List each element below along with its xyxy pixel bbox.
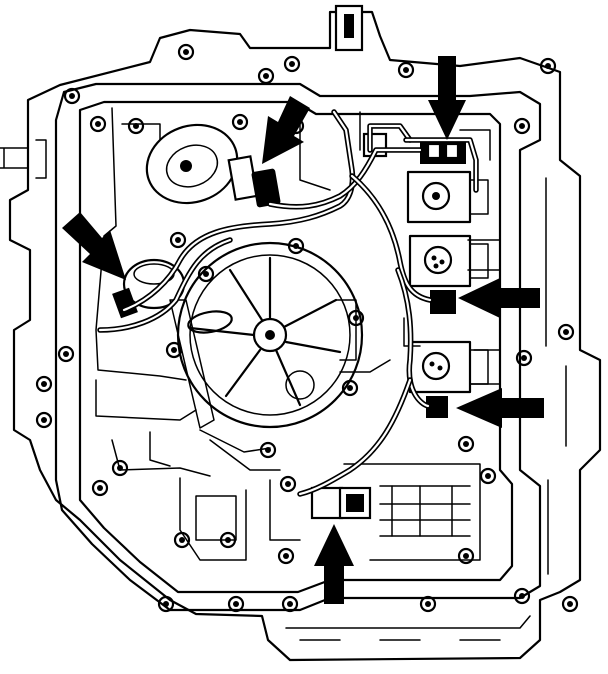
- bolt: [35, 375, 53, 393]
- bolt: [157, 595, 175, 613]
- square-solenoid-top: [406, 170, 489, 224]
- bolt: [197, 265, 215, 283]
- bolt: [513, 587, 531, 605]
- bolt: [457, 435, 475, 453]
- bolt: [63, 87, 81, 105]
- servo-cover: [169, 241, 364, 453]
- bolt: [111, 459, 129, 477]
- bolt: [283, 55, 301, 73]
- bolt: [457, 547, 475, 565]
- wiring-harness: [97, 109, 479, 497]
- case-outline: [0, 10, 602, 662]
- bolt: [165, 341, 183, 359]
- bolt: [347, 309, 365, 327]
- gasket-inner: [78, 100, 514, 594]
- bolt: [557, 323, 575, 341]
- valve-body-details: [95, 107, 501, 561]
- arrow-up-bottom: [314, 524, 354, 604]
- bolt: [231, 113, 249, 131]
- bolt: [479, 467, 497, 485]
- square-solenoid-middle: [408, 234, 489, 288]
- bolt: [173, 531, 191, 549]
- bolt: [35, 411, 53, 429]
- bolt: [219, 531, 237, 549]
- round-solenoid-upper: [145, 123, 281, 208]
- harness-connectors: [310, 132, 466, 520]
- bolt: [227, 595, 245, 613]
- bolts: [35, 43, 579, 613]
- bolt: [257, 67, 275, 85]
- arrow-diagonal-left: [62, 212, 126, 280]
- bolt: [259, 441, 277, 459]
- square-solenoid-bottom: [408, 340, 489, 394]
- bolt: [561, 595, 579, 613]
- callout-arrows: [62, 56, 544, 604]
- bolt: [169, 231, 187, 249]
- bolt: [513, 117, 531, 135]
- bolt: [277, 547, 295, 565]
- arrow-down-top: [428, 56, 466, 140]
- bolt: [397, 61, 415, 79]
- bolt: [279, 475, 297, 493]
- bolt: [515, 349, 533, 367]
- case-connector: [334, 4, 364, 52]
- bolt: [287, 237, 305, 255]
- gasket-outer: [54, 82, 542, 612]
- bolt: [127, 117, 145, 135]
- arrow-diagonal-upper: [262, 96, 310, 164]
- bolt: [89, 115, 107, 133]
- bolt: [57, 345, 75, 363]
- bolt: [419, 595, 437, 613]
- bolt: [281, 595, 299, 613]
- arrow-left-lower: [456, 388, 544, 428]
- bolt: [341, 379, 359, 397]
- bolt: [177, 43, 195, 61]
- bolt: [539, 57, 557, 75]
- bolt: [91, 479, 109, 497]
- arrow-left-middle: [458, 278, 540, 318]
